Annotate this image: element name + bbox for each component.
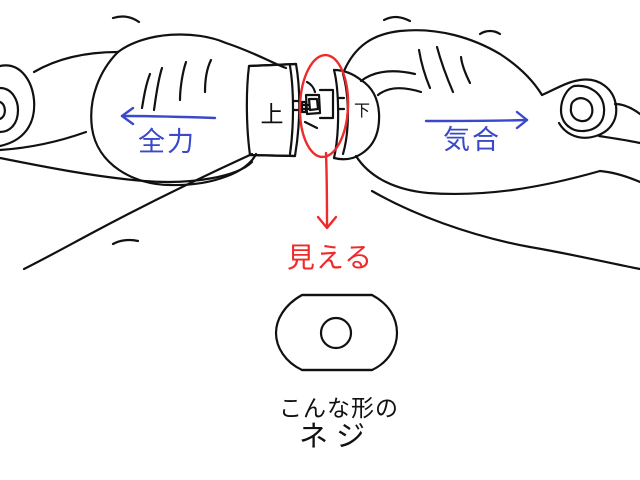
left-arrow-label: 全力	[138, 127, 196, 158]
top-part-label: 上	[261, 102, 284, 128]
left-arrow-icon	[120, 106, 135, 126]
left-cylinder	[245, 62, 302, 158]
left-hand	[0, 15, 288, 271]
right-arrow-icon	[424, 118, 529, 123]
highlight-circle	[298, 53, 350, 159]
caption-line-2: ネジ	[299, 419, 373, 453]
screw-head	[298, 80, 335, 130]
down-arrow-icon	[324, 151, 329, 229]
caption-line-1: こんな形の	[279, 396, 399, 422]
bottom-part-label: 下	[354, 101, 370, 120]
right-background-wheel	[540, 78, 640, 145]
left-arrow-icon	[120, 114, 217, 120]
down-arrow-icon	[316, 215, 338, 230]
visible-callout-label: 見える	[287, 241, 373, 274]
right-arrow-icon	[515, 110, 529, 130]
left-background-wheel	[0, 50, 120, 152]
right-hand	[342, 15, 640, 271]
right-arrow-label: 気合	[443, 125, 501, 156]
screw-shape-drawing	[274, 293, 399, 372]
